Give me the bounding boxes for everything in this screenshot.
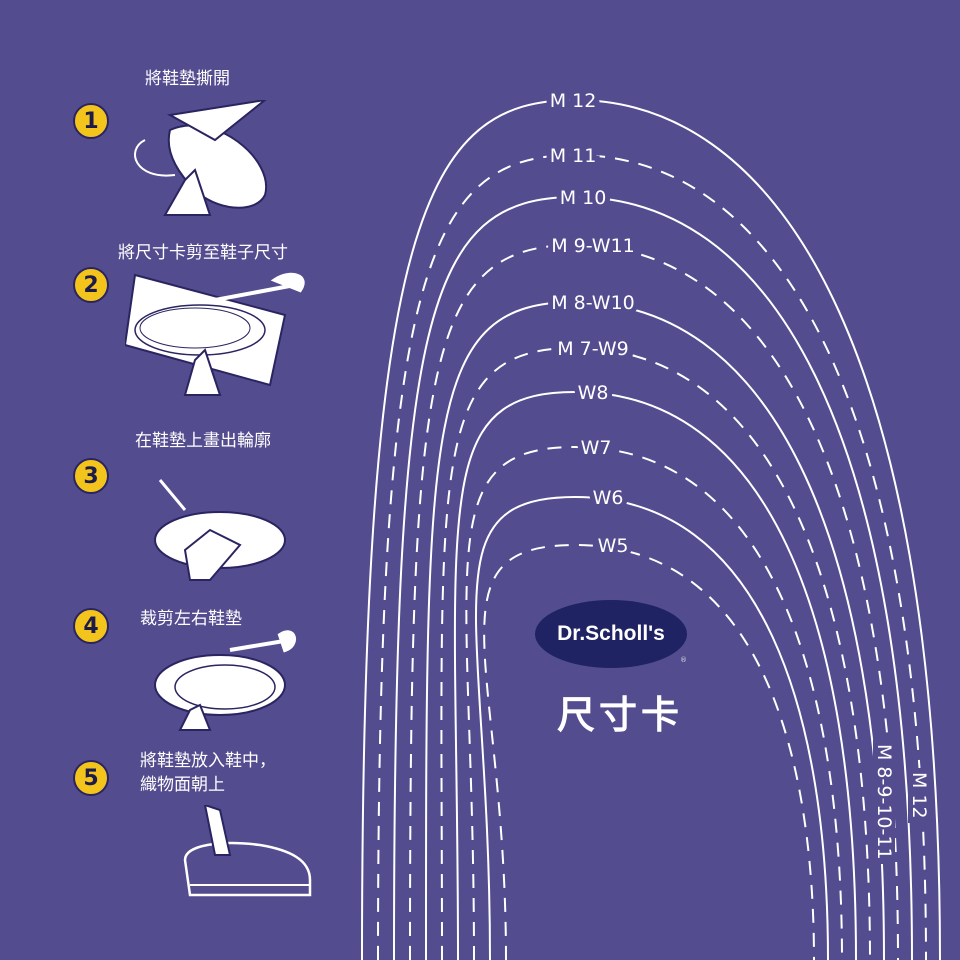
step-1-badge: 1 (73, 103, 109, 139)
step-2-badge: 2 (73, 267, 109, 303)
dr-scholls-logo: Dr.Scholl's (535, 600, 687, 668)
side-label-outer: M 12 (908, 768, 930, 823)
step-5-badge: 5 (73, 760, 109, 796)
card-title: 尺寸卡 (557, 693, 684, 737)
step-4-title: 裁剪左右鞋墊 (140, 609, 242, 629)
size-outline-1 (377, 153, 927, 960)
size-outline-7 (465, 445, 843, 960)
step-4-badge: 4 (73, 608, 109, 644)
size-outline-8 (474, 495, 829, 960)
side-label-inner: M 8-9-10-11 (873, 740, 895, 864)
size-label: M 11 (550, 145, 597, 167)
step-3-badge: 3 (73, 458, 109, 494)
cut-insoles-illustration (154, 630, 296, 731)
size-outline-2 (393, 195, 913, 960)
size-label: W6 (593, 487, 624, 509)
step-2-title: 將尺寸卡剪至鞋子尺寸 (118, 243, 288, 263)
size-label: M 12 (550, 90, 597, 112)
registered-mark: ® (680, 656, 687, 664)
size-label: W7 (581, 437, 612, 459)
size-label: M 10 (560, 187, 607, 209)
shoe-illustration (183, 805, 312, 897)
size-label: M 8-W10 (551, 292, 635, 314)
cut-card-illustration (125, 272, 305, 396)
step-5-title-line2: 織物面朝上 (140, 775, 225, 795)
size-label: M 9-W11 (551, 235, 635, 257)
peel-insole-illustration (134, 100, 268, 216)
size-outline-0 (361, 98, 941, 960)
trace-outline-illustration (154, 479, 286, 581)
size-outline-6 (453, 390, 857, 960)
size-outline-5 (440, 346, 871, 960)
size-outline-4 (424, 300, 885, 960)
size-label: W5 (598, 535, 629, 557)
size-outline-3 (409, 243, 899, 960)
step-5-title: 將鞋墊放入鞋中， (140, 751, 276, 771)
size-outline-9 (483, 543, 815, 960)
size-label: M 7-W9 (557, 338, 628, 360)
size-label: W8 (578, 382, 609, 404)
step-1-title: 將鞋墊撕開 (145, 69, 230, 89)
step-3-title: 在鞋墊上畫出輪廓 (135, 431, 271, 451)
